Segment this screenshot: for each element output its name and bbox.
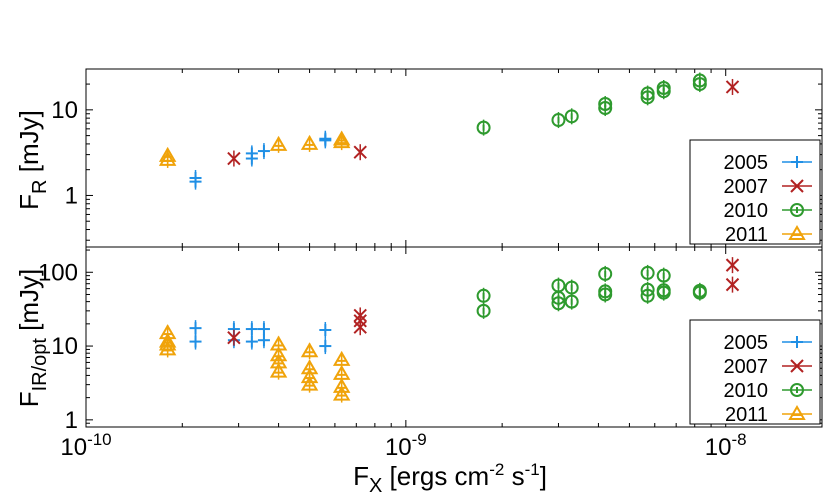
bottom-y-axis-title: FIR/opt [mJy] (14, 269, 51, 408)
data-point-2007 (725, 258, 740, 272)
data-point-2007 (353, 145, 367, 159)
data-point-2010 (640, 265, 655, 280)
data-point-2005 (257, 145, 270, 158)
data-point-2005 (189, 175, 202, 188)
data-point-2005 (189, 335, 202, 348)
data-point-2010 (640, 282, 655, 297)
data-point-2010 (598, 284, 613, 299)
data-point-2011 (158, 146, 177, 162)
legend-marker-2010 (790, 383, 804, 397)
legend-box (689, 139, 821, 245)
data-point-2011 (300, 368, 319, 384)
legend-label-2007: 2007 (724, 176, 769, 198)
data-point-2010 (692, 283, 707, 298)
data-point-2011 (332, 385, 351, 401)
legend-label-2011: 2011 (725, 404, 768, 426)
data-point-2010 (656, 80, 671, 95)
legend-label-2005: 2005 (724, 332, 769, 354)
data-point-2011 (269, 362, 288, 378)
data-point-2005 (257, 323, 270, 336)
y-tick-label: 10 (51, 97, 78, 124)
legend-marker-2005 (791, 156, 803, 168)
legend-marker-2005 (791, 336, 803, 348)
data-point-2010 (551, 278, 566, 293)
data-point-2010 (656, 268, 671, 283)
data-point-2010 (598, 97, 613, 112)
legend-label-2010: 2010 (724, 200, 769, 222)
legend-label-2011: 2011 (725, 224, 768, 246)
data-point-2011 (269, 346, 288, 362)
y-tick-label: 100 (38, 259, 78, 286)
data-point-2010 (656, 283, 671, 298)
legend-marker-2010 (790, 203, 804, 217)
data-point-2010 (476, 303, 491, 318)
data-point-2005 (319, 340, 332, 353)
data-point-2007 (725, 80, 740, 94)
data-point-2005 (245, 335, 258, 348)
data-point-2005 (319, 324, 332, 337)
data-point-2010 (564, 280, 579, 295)
data-point-2005 (245, 323, 258, 336)
data-point-2011 (332, 130, 351, 146)
data-point-2010 (692, 73, 707, 88)
data-point-2011 (332, 377, 351, 393)
y-tick-label: 1 (65, 182, 78, 209)
legend-marker-2007 (790, 359, 804, 373)
legend-marker-2011 (788, 405, 806, 420)
legend-label-2005: 2005 (724, 152, 769, 174)
data-point-2005 (189, 322, 202, 335)
data-point-2010 (476, 288, 491, 303)
y-tick-label: 10 (51, 333, 78, 360)
legend-box (689, 319, 821, 425)
data-point-2011 (332, 350, 351, 366)
plot-frame (85, 246, 823, 428)
legend-label-2010: 2010 (724, 380, 769, 402)
y-tick-label: 1 (65, 407, 78, 434)
legend-label-2007: 2007 (724, 356, 769, 378)
data-point-2010 (476, 120, 491, 135)
data-point-2011 (158, 324, 177, 340)
data-point-2010 (598, 266, 613, 281)
data-point-2007 (725, 277, 740, 292)
data-point-2011 (332, 364, 351, 380)
data-point-2010 (551, 113, 566, 128)
data-point-2007 (353, 308, 367, 323)
x-tick-label: 10-8 (705, 430, 747, 461)
top-y-axis-title: FR [mJy] (14, 110, 51, 210)
data-point-2010 (640, 86, 655, 101)
data-point-2011 (300, 359, 319, 375)
x-axis-title: FX [ergs cm-2 s-1] (353, 460, 547, 497)
data-point-2010 (564, 294, 579, 309)
legend-marker-2007 (790, 179, 804, 193)
data-point-2011 (300, 375, 319, 391)
data-point-2011 (300, 342, 319, 358)
legend-marker-2011 (788, 225, 806, 240)
data-point-2011 (300, 134, 319, 150)
data-point-2005 (245, 152, 258, 165)
data-point-2011 (269, 335, 288, 351)
data-point-2011 (158, 332, 177, 348)
data-point-2011 (269, 135, 288, 151)
x-tick-label: 10-9 (385, 430, 427, 461)
data-point-2005 (319, 132, 332, 145)
data-point-2011 (269, 353, 288, 369)
data-point-2007 (227, 330, 241, 345)
data-point-2010 (564, 109, 579, 124)
x-tick-label: 10-10 (60, 430, 111, 461)
data-point-2007 (227, 151, 241, 166)
